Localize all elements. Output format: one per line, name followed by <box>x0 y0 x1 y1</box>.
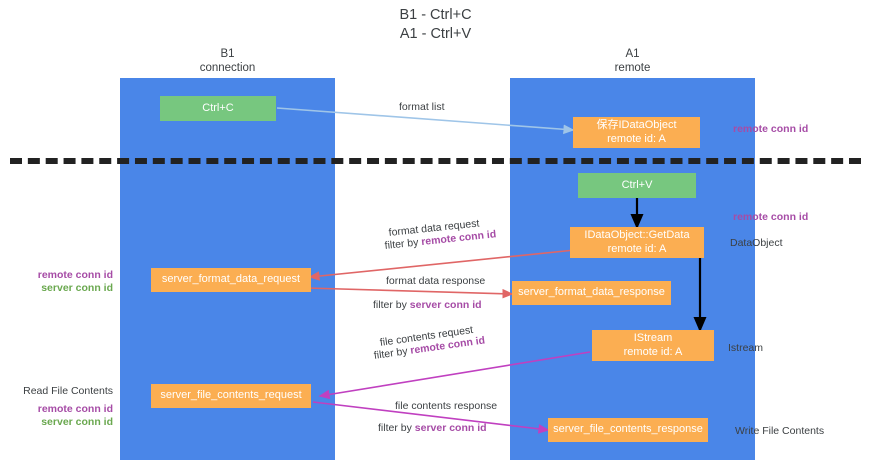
filter-prefix: filter by <box>384 236 422 252</box>
side-label-istream: Istream <box>728 342 764 354</box>
box-idataobject-getdata[interactable]: IDataObject::GetData remote id: A <box>570 227 704 258</box>
filter-prefix: filter by <box>373 344 412 362</box>
side-label-read-file-contents: Read File Contents <box>23 385 113 397</box>
side-label-remote-conn-id-mid: remote conn id <box>733 211 809 223</box>
arrow-format-data-response <box>306 287 514 299</box>
box-ctrl-v[interactable]: Ctrl+V <box>578 173 696 198</box>
box-ctrl-c[interactable]: Ctrl+C <box>160 96 276 121</box>
label-file-contents-response-filter: filter by server conn id <box>378 421 487 435</box>
filter-prefix: filter by <box>378 422 415 434</box>
side-label-left-server-conn-id: server conn id <box>41 282 113 294</box>
diagram-title: B1 - Ctrl+C A1 - Ctrl+V <box>399 7 472 42</box>
side-label-left-remote-conn-id: remote conn id <box>37 269 113 281</box>
phase-divider <box>10 158 861 164</box>
box-server-format-data-request[interactable]: server_format_data_request <box>151 268 311 292</box>
filter-prefix: filter by <box>373 299 410 311</box>
label-format-list: format list <box>399 101 445 113</box>
side-label-write-file-contents: Write File Contents <box>735 425 825 437</box>
side-label-dataobject: DataObject <box>730 237 783 249</box>
label-file-contents-response: file contents response <box>395 400 498 412</box>
side-label-left-server-conn-id-2: server conn id <box>41 416 113 428</box>
filter-key-server-conn-id: server conn id <box>409 299 482 311</box>
side-label-remote-conn-id-top: remote conn id <box>733 123 809 135</box>
box-save-idataobject[interactable]: 保存IDataObject remote id: A <box>573 117 700 148</box>
label-format-data-response: format data response <box>386 275 486 287</box>
filter-key-server-conn-id: server conn id <box>414 422 487 434</box>
lane-header-a1: A1 remote <box>614 48 651 74</box>
box-server-file-contents-request[interactable]: server_file_contents_request <box>151 384 311 408</box>
box-server-format-data-response[interactable]: server_format_data_response <box>512 281 671 305</box>
label-format-data-response-filter: filter by server conn id <box>373 298 482 312</box>
box-server-file-contents-response[interactable]: server_file_contents_response <box>548 418 708 442</box>
side-label-left-remote-conn-id-2: remote conn id <box>37 403 113 415</box>
box-istream[interactable]: IStream remote id: A <box>592 330 714 361</box>
lane-header-b1: B1 connection <box>199 48 256 74</box>
